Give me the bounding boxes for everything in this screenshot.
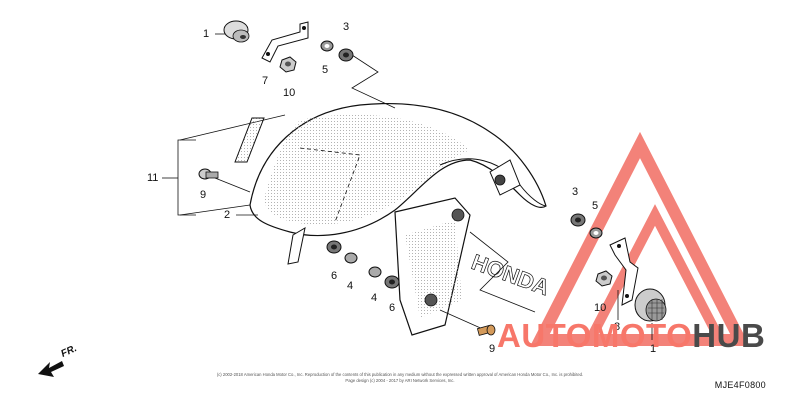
nut-top bbox=[279, 56, 297, 73]
watermark-word-a: AUTOMOTO bbox=[497, 317, 693, 354]
callout-assembly-group: 11 bbox=[147, 172, 159, 184]
copyright-line-1: (c) 2002-2018 American Honda Motor Co., … bbox=[216, 372, 584, 377]
callout-stay-top: 7 bbox=[262, 75, 269, 87]
grommet-right bbox=[634, 288, 667, 322]
washer-left-a bbox=[326, 240, 342, 254]
nut-right bbox=[595, 270, 613, 287]
washer-right bbox=[589, 227, 603, 239]
collar-top bbox=[338, 48, 354, 62]
collar-right bbox=[570, 213, 586, 227]
callout-collar-right: 3 bbox=[572, 186, 579, 198]
stay-top bbox=[261, 21, 309, 63]
front-direction-arrow bbox=[38, 361, 64, 377]
copyright-line-2: Page design (c) 2004 - 2017 by ARI Netwo… bbox=[345, 378, 455, 383]
callout-washer-right: 5 bbox=[592, 200, 599, 212]
callout-collar-top: 3 bbox=[343, 21, 350, 33]
bolt-bottom bbox=[476, 324, 496, 336]
callout-washer-left-b: 6 bbox=[389, 302, 396, 314]
washer-left-b bbox=[384, 275, 400, 289]
callout-stay-right: 8 bbox=[614, 321, 621, 333]
rubber-left-a bbox=[344, 252, 358, 264]
grommet-top bbox=[223, 20, 250, 43]
callout-washer-left-a: 6 bbox=[331, 270, 338, 282]
callout-nut-top: 10 bbox=[283, 87, 296, 99]
leader-lines bbox=[162, 33, 653, 340]
watermark-logo bbox=[530, 131, 750, 346]
callout-rubber-left-b: 4 bbox=[371, 292, 378, 304]
shim-strip bbox=[234, 117, 265, 163]
callout-bolt-left: 9 bbox=[200, 189, 207, 201]
callout-fender: 2 bbox=[224, 209, 231, 221]
diagram-code: MJE4F0800 bbox=[714, 380, 766, 390]
bolt-left bbox=[198, 168, 219, 180]
watermark-word-b: HUB bbox=[692, 317, 766, 354]
rubber-left-b bbox=[368, 266, 382, 278]
washer-top bbox=[320, 40, 334, 52]
callout-grommet-right: 1 bbox=[650, 343, 657, 355]
callout-rubber-left-a: 4 bbox=[347, 280, 354, 292]
callout-grommet-top: 1 bbox=[203, 28, 210, 40]
front-fender: HONDA bbox=[249, 102, 553, 336]
svg-text:HONDA: HONDA bbox=[468, 249, 552, 300]
watermark-wordmark: AUTOMOTOHUB bbox=[497, 319, 765, 352]
callout-washer-top: 5 bbox=[322, 64, 329, 76]
callout-bolt-bottom: 9 bbox=[489, 343, 496, 355]
callout-nut-right: 10 bbox=[594, 302, 607, 314]
stay-right bbox=[609, 237, 639, 306]
